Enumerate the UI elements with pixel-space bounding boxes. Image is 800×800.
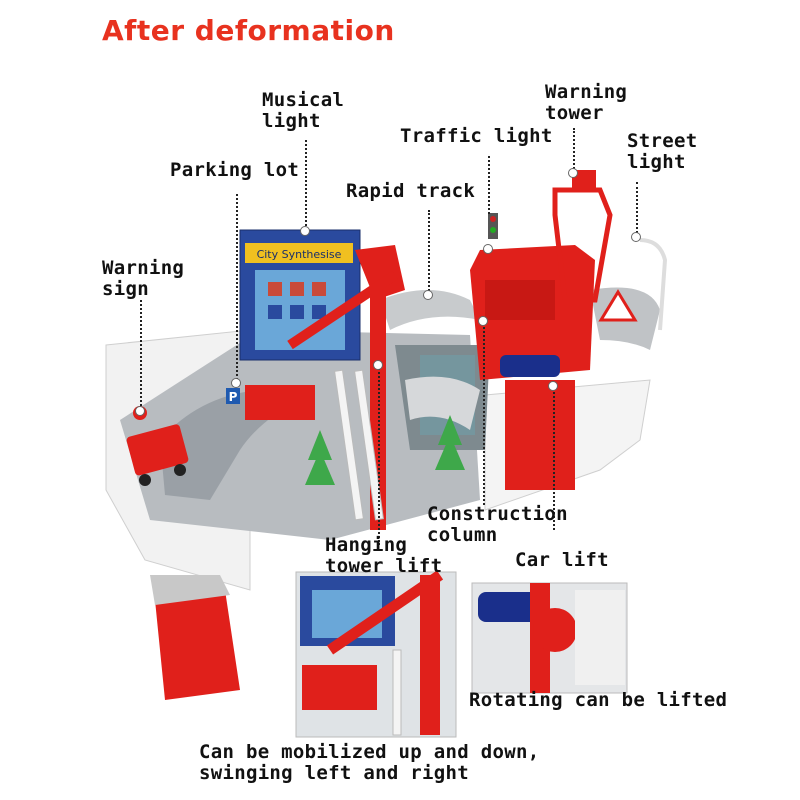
label-rapid-track: Rapid track [346, 180, 476, 202]
crane-top [355, 245, 405, 300]
tree [308, 430, 332, 460]
label-parking-lot: Parking lot [170, 159, 300, 181]
label-warning-tower: Warning tower [545, 81, 628, 124]
crane-arm [287, 270, 398, 350]
loop-track [405, 376, 480, 430]
fire-truck [126, 424, 189, 476]
label-street-light: Street light [627, 130, 698, 173]
tree [438, 415, 462, 445]
hanging-platform [245, 385, 315, 420]
lift-column [505, 380, 575, 490]
traffic-light-icon [488, 213, 498, 239]
warning-triangle-icon [598, 289, 638, 322]
inset-car-lift [471, 582, 628, 694]
parking-sign-icon [226, 388, 240, 404]
inset-hanging-tower-lift [295, 570, 457, 738]
rapid-track-ramp [380, 290, 480, 330]
label-mobilized: Can be mobilized up and down, swinging l… [199, 741, 540, 784]
svg-text:P: P [229, 390, 238, 404]
sign-board [245, 243, 353, 263]
page-title: After deformation [102, 14, 395, 47]
label-musical-light: Musical light [262, 89, 345, 132]
red-gate-panel [155, 590, 240, 700]
blue-car [500, 355, 560, 377]
street-light-icon [639, 238, 668, 331]
label-construction-column: Construction column [427, 503, 568, 546]
label-car-lift: Car lift [515, 549, 609, 571]
label-traffic-light: Traffic light [400, 125, 553, 147]
label-rotating: Rotating can be lifted [469, 689, 728, 711]
label-hanging-tower-lift: Hanging tower lift [325, 534, 443, 577]
warning-tower [552, 187, 613, 303]
sign-text: City Synthesise [257, 248, 342, 261]
label-warning-sign: Warning sign [102, 257, 185, 300]
